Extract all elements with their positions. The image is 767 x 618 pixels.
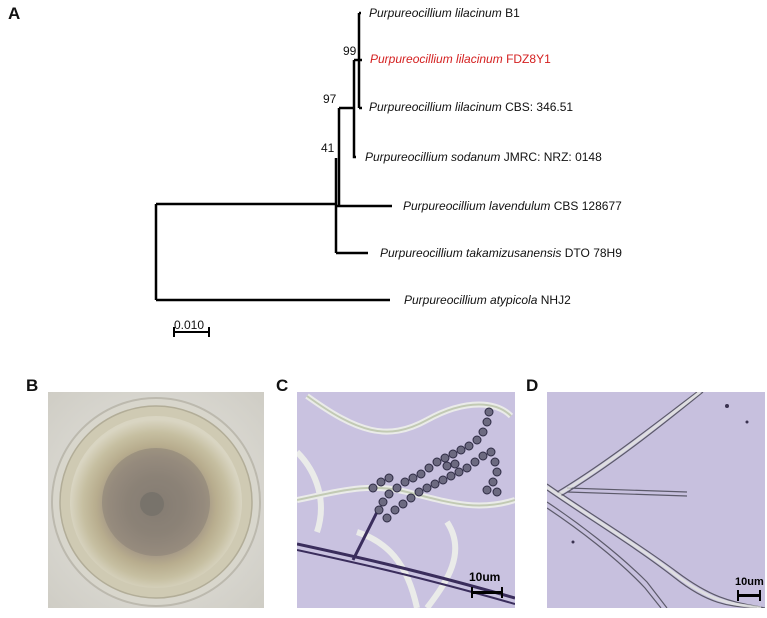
panel-label-b: B: [26, 376, 39, 395]
micrograph-d: 10um: [547, 392, 765, 608]
tree-scale-label: 0.010: [174, 318, 205, 332]
bootstrap-label-97: 97: [323, 92, 337, 106]
bootstrap-label-41: 41: [321, 141, 335, 155]
petri-dish-photo: [48, 392, 264, 608]
micrograph-c: 10um: [297, 392, 515, 608]
taxon-label-lilacinum-b1: Purpureocillium lilacinum B1: [369, 6, 520, 20]
taxon-label-lavendulum: Purpureocillium lavendulum CBS 128677: [403, 199, 622, 213]
phylogenetic-tree: [154, 11, 392, 337]
scale-label-d: 10um: [735, 576, 764, 588]
scale-bar-c: [471, 587, 503, 598]
taxon-label-lilacinum-cbs: Purpureocillium lilacinum CBS: 346.51: [369, 100, 574, 114]
bootstrap-label-99: 99: [343, 44, 357, 58]
panel-label-a: A: [8, 4, 21, 23]
taxon-label-takamizusanensis: Purpureocillium takamizusanensis DTO 78H…: [380, 246, 622, 260]
scale-label-c: 10um: [469, 570, 501, 584]
scale-bar-d: [737, 590, 761, 601]
taxon-label-sodanum: Purpureocillium sodanum JMRC: NRZ: 0148: [365, 150, 602, 164]
panel-label-d: D: [526, 376, 539, 395]
taxon-label-atypicola: Purpureocillium atypicola NHJ2: [404, 293, 571, 307]
taxon-label-lilacinum-fdz8y1: Purpureocillium lilacinum FDZ8Y1: [370, 52, 551, 66]
tree-branch-sodanum: [352, 108, 356, 159]
tree-scale-bar: [173, 327, 210, 337]
panel-label-c: C: [276, 376, 289, 395]
